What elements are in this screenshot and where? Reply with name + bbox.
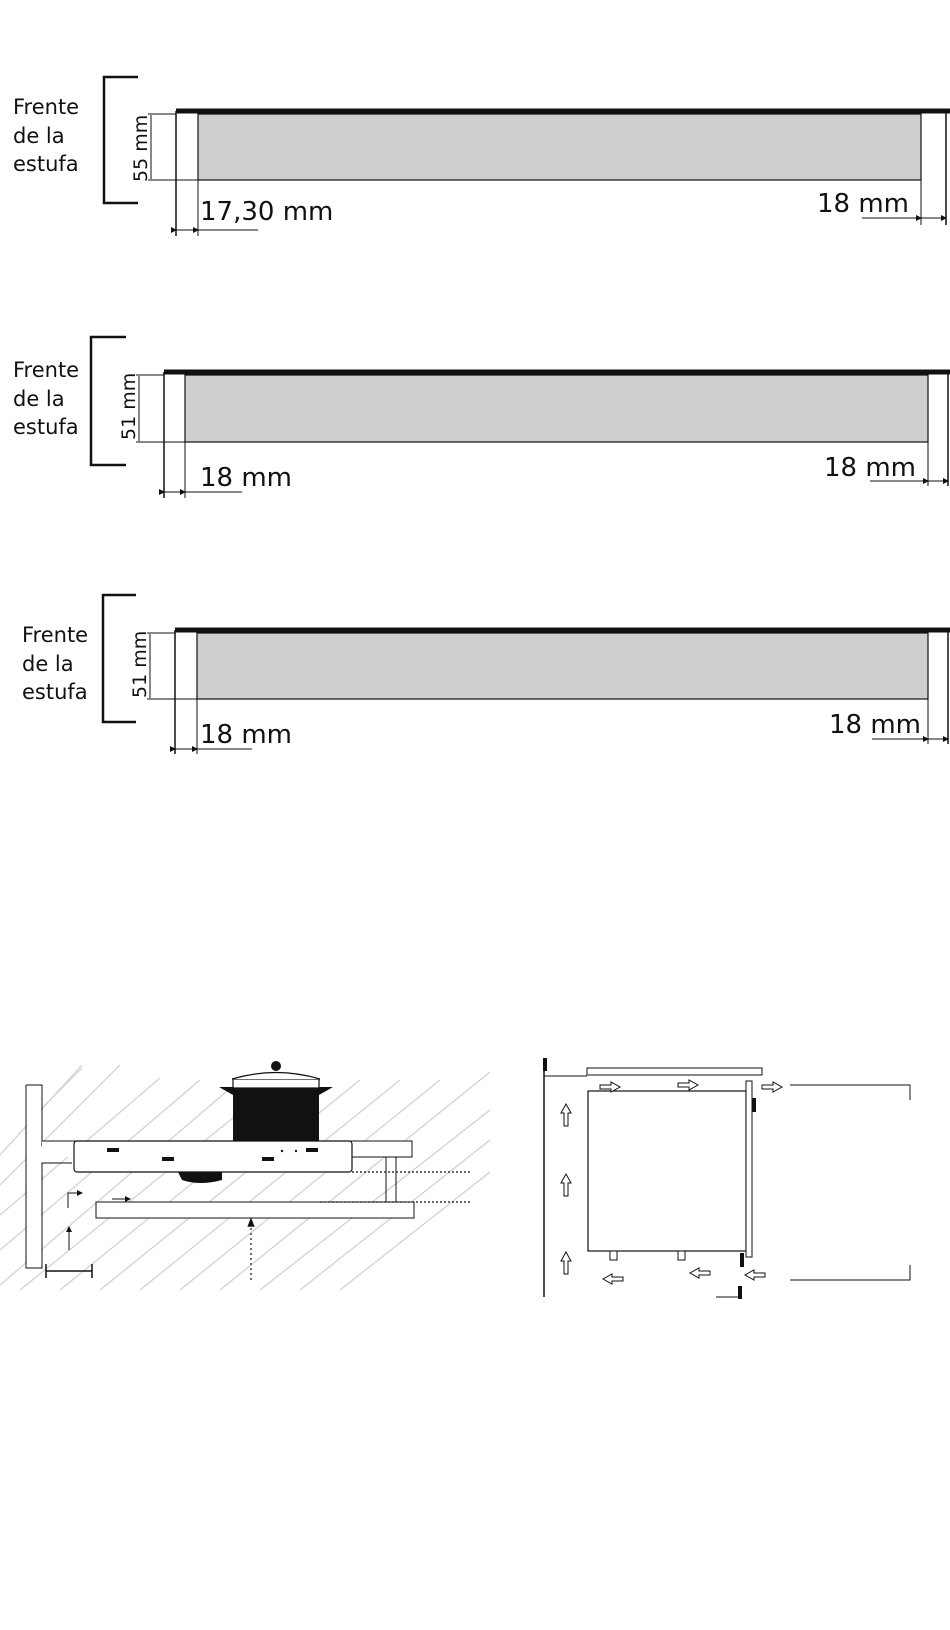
front-label-line-2: de la	[13, 124, 65, 148]
cutout-section-3: Frente de la estufa 51 mm 18 mm 18 mm	[22, 595, 950, 754]
front-label-line-1: Frente	[13, 358, 79, 382]
cutout-box	[185, 375, 928, 442]
cooktop-body	[74, 1141, 352, 1172]
right-gap-label: 18 mm	[824, 453, 916, 483]
cooktop-ventilation-diagram	[0, 1061, 490, 1290]
front-label-line-3: estufa	[13, 152, 79, 176]
height-label: 51 mm	[118, 373, 140, 440]
gap-marker	[46, 1264, 92, 1278]
oven-body	[588, 1091, 746, 1251]
front-label-line-1: Frente	[13, 95, 79, 119]
left-gap-label: 18 mm	[200, 463, 292, 493]
oven-airflow-diagram	[543, 1058, 910, 1299]
cutout-box	[197, 633, 928, 699]
cutout-box	[198, 114, 921, 180]
cutout-section-2: Frente de la estufa 51 mm 18 mm 18 mm	[13, 337, 950, 498]
front-label-line-3: estufa	[22, 680, 88, 704]
cutout-section-1: Frente de la estufa 55 mm 17,30 mm 18 mm	[13, 77, 950, 236]
oven-door	[746, 1081, 752, 1257]
front-label-line-2: de la	[13, 387, 65, 411]
front-label-line-3: estufa	[13, 415, 79, 439]
front-label-line-2: de la	[22, 652, 74, 676]
front-label-line-1: Frente	[22, 623, 88, 647]
dimension-brackets	[790, 1085, 910, 1280]
left-gap-label: 17,30 mm	[200, 197, 333, 227]
left-gap-label: 18 mm	[200, 720, 292, 750]
cooktop-fan	[178, 1172, 222, 1183]
right-gap-label: 18 mm	[817, 189, 909, 219]
right-gap-label: 18 mm	[829, 710, 921, 740]
pot-icon	[219, 1061, 333, 1141]
shelf-panel	[96, 1202, 414, 1218]
countertop	[587, 1068, 762, 1075]
height-label: 55 mm	[130, 115, 152, 182]
height-label: 51 mm	[129, 631, 151, 698]
air-flow-arrow-1	[68, 1193, 82, 1208]
